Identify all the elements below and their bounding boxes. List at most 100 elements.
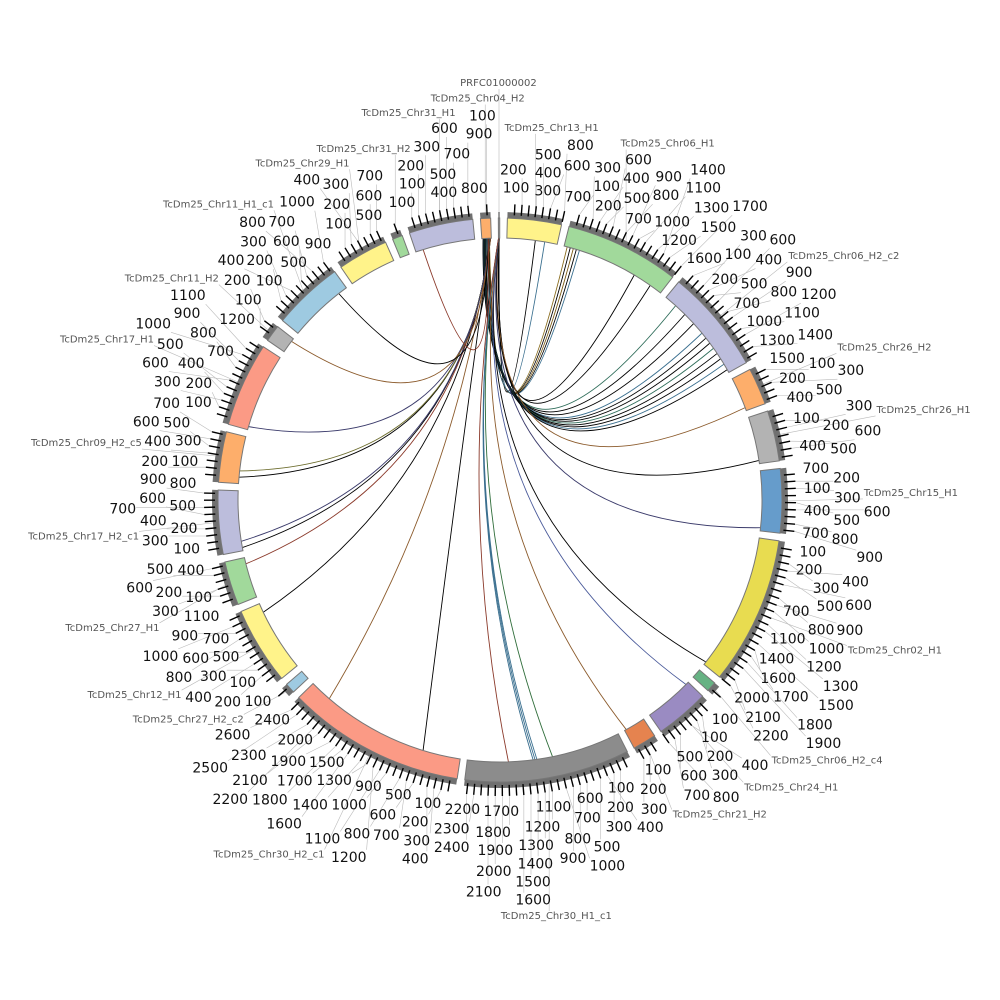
tick-label: 300: [740, 229, 767, 245]
segment-axis-band: [277, 266, 335, 321]
tick-label: 900: [174, 306, 201, 322]
tick-mark: [393, 223, 399, 235]
tick-mark: [213, 572, 225, 577]
tick-mark: [772, 412, 784, 418]
segment: [479, 212, 492, 240]
leader-line: [743, 668, 806, 737]
tick-label: 100: [645, 763, 672, 779]
tick-label: 400: [144, 434, 171, 450]
tick-label: 700: [356, 168, 383, 184]
leader-line: [768, 624, 807, 660]
tick-label: 2400: [434, 840, 470, 856]
segment-name-label: TcDm25_Chr26_H2: [836, 342, 931, 353]
tick-label: 100: [804, 481, 831, 497]
tick-label: 1300: [759, 333, 795, 349]
tick-label: 400: [742, 758, 769, 774]
link: [328, 238, 492, 699]
tick-mark: [513, 204, 516, 216]
leader-line: [696, 720, 712, 769]
tick-mark: [335, 736, 343, 747]
leader-line: [273, 210, 304, 291]
leader-line: [720, 261, 788, 316]
tick-label: 500: [816, 599, 843, 615]
link: [498, 237, 536, 393]
leader-line: [713, 292, 741, 296]
tick-label: 300: [813, 581, 840, 597]
tick-label: 400: [535, 165, 562, 181]
tick-label: 100: [389, 195, 416, 211]
tick-mark: [207, 452, 219, 456]
tick-mark: [779, 440, 791, 445]
tick-mark: [211, 565, 223, 570]
segment-name-label: TcDm25_Chr31_H1: [360, 108, 455, 119]
tick-mark: [755, 626, 766, 633]
leader-line: [170, 449, 208, 454]
tick-mark: [651, 249, 659, 260]
leader-line: [686, 719, 744, 783]
tick-label: 1100: [784, 306, 820, 322]
tick-mark: [385, 762, 392, 774]
segment: [731, 366, 771, 412]
tick-label: 1700: [732, 199, 768, 215]
tick-label: 700: [109, 501, 136, 517]
leader-line: [190, 431, 210, 447]
tick-label: 300: [413, 139, 440, 155]
link: [497, 237, 651, 404]
leader-line: [632, 185, 656, 236]
tick-label: 1000: [143, 649, 179, 665]
segment-block: [217, 489, 244, 556]
leader-line: [691, 725, 742, 759]
tick-label: 1100: [305, 831, 341, 847]
leader-line: [139, 522, 213, 532]
segment: [563, 220, 677, 294]
tick-mark: [601, 223, 608, 235]
tick-label: 500: [816, 383, 843, 399]
tick-label: 1900: [806, 736, 842, 752]
tick-label: 700: [733, 296, 760, 312]
tick-label: 100: [173, 542, 200, 558]
segment-axis-band: [282, 684, 294, 697]
tick-label: 600: [182, 651, 209, 667]
links-layer: [238, 237, 761, 762]
tick-mark: [710, 300, 720, 309]
tick-label: 1200: [219, 312, 255, 328]
tick-mark: [694, 707, 703, 717]
tick-label: 700: [203, 631, 230, 647]
tick-mark: [290, 701, 300, 711]
tick-label: 200: [640, 782, 667, 798]
tick-mark: [746, 352, 758, 359]
segment-block: [747, 410, 780, 465]
segment-block: [731, 368, 766, 412]
leader-line: [178, 589, 218, 605]
segment-block: [281, 270, 348, 334]
tick-label: 1400: [690, 162, 726, 178]
leader-line: [657, 216, 694, 250]
tick-mark: [527, 205, 530, 217]
tick-label: 900: [560, 851, 587, 867]
tick-label: 2200: [753, 728, 789, 744]
segment-block: [497, 217, 501, 239]
segment-axis-band: [337, 236, 386, 268]
leader-line: [180, 390, 222, 401]
tick-mark: [329, 732, 337, 743]
segment-axis-band: [767, 409, 786, 461]
segment-axis-band: [634, 735, 658, 754]
segment-block: [464, 733, 628, 783]
tick-mark: [424, 213, 430, 225]
tick-mark: [778, 560, 790, 565]
leader-line: [715, 690, 771, 756]
tick-mark: [561, 210, 566, 223]
tick-label: 800: [832, 532, 859, 548]
segment-name-label: TcDm25_Chr27_H1: [64, 623, 159, 634]
tick-mark: [350, 243, 358, 254]
tick-mark: [229, 379, 240, 386]
tick-label: 1700: [277, 773, 313, 789]
tick-mark: [215, 578, 227, 584]
tick-mark: [411, 217, 416, 229]
tick-label: 600: [864, 504, 891, 520]
tick-label: 700: [443, 147, 470, 163]
tick-label: 400: [218, 253, 245, 269]
leader-line: [754, 650, 761, 672]
tick-mark: [643, 745, 651, 756]
tick-mark: [353, 747, 360, 758]
